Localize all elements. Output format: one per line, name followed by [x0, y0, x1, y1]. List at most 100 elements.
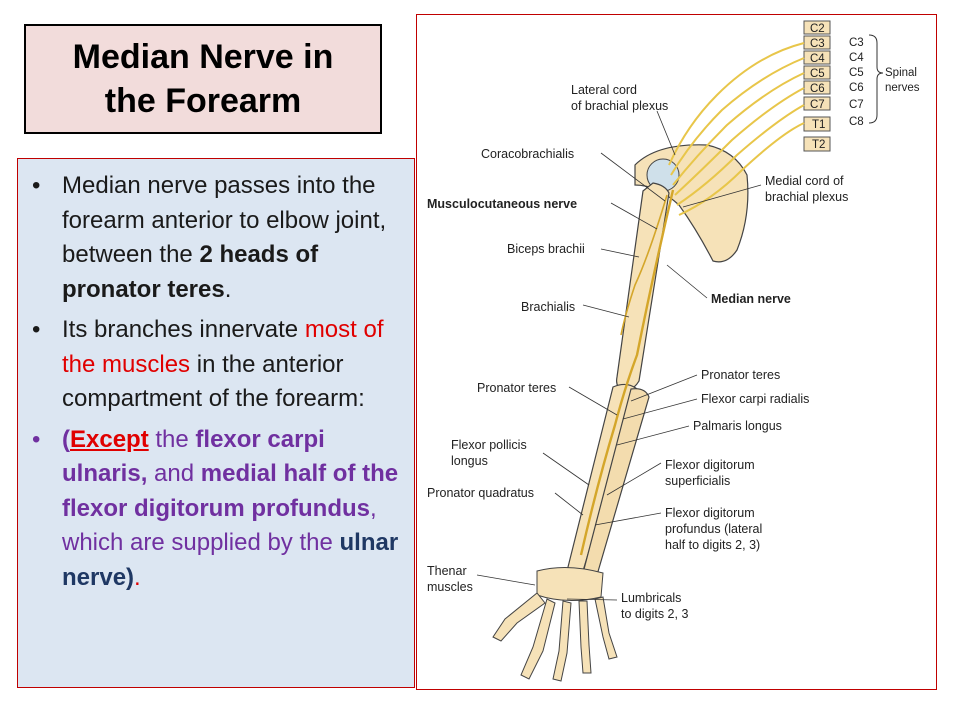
leader-line	[568, 386, 618, 416]
label-thenar-muscles: Thenar	[427, 564, 467, 578]
leader-line	[656, 110, 676, 156]
root-label: C3	[849, 37, 864, 49]
vertebra-C7	[803, 96, 831, 111]
vertebra-label: C6	[810, 83, 825, 95]
bullet-2: • Its branches innervate most of the mus…	[18, 313, 414, 417]
median-nerve-path	[579, 189, 675, 556]
label-pronator-teres-left: Pronator teres	[477, 381, 556, 395]
leader-line	[622, 398, 698, 420]
ring-finger	[578, 600, 592, 674]
leader-line	[582, 304, 630, 318]
leader-lines	[476, 110, 762, 601]
bullet-2-text: Its branches innervate	[62, 316, 305, 343]
vertebra-label: C4	[810, 53, 825, 65]
bullet-3-close: )	[126, 563, 135, 591]
vertebra-C2	[803, 20, 831, 35]
arm-diagram-panel: C2 C3 C4 C5 C6 C7 T1 T2 C3 C4 C5 C6 C7 C…	[416, 14, 937, 690]
vertebra-label: C5	[810, 68, 825, 80]
carpal-bones	[536, 566, 604, 602]
vertebra-T2	[803, 136, 831, 152]
label-biceps-brachii: Biceps brachii	[507, 242, 585, 256]
root-label: C7	[849, 99, 864, 111]
root-label: C5	[849, 67, 864, 79]
label-flexor-digitorum-profundus: half to digits 2, 3)	[665, 538, 760, 552]
hand-bones	[492, 566, 618, 682]
text-panel: • Median nerve passes into the forearm a…	[17, 158, 415, 688]
root-label: C6	[849, 82, 864, 94]
right-labels: Medial cord of brachial plexus Median ne…	[621, 174, 848, 621]
leader-line	[666, 264, 708, 299]
vertebra-label: T1	[812, 119, 825, 131]
label-median-nerve: Median nerve	[711, 292, 791, 306]
little-finger	[594, 596, 618, 660]
leader-line	[566, 598, 618, 601]
nerve-root	[674, 87, 805, 196]
leader-line	[610, 202, 658, 230]
label-thenar-muscles: muscles	[427, 580, 473, 594]
root-label: C8	[849, 116, 864, 128]
label-palmaris-longus: Palmaris longus	[693, 419, 782, 433]
title-box: Median Nerve in the Forearm	[24, 24, 382, 134]
nerve-root	[672, 72, 805, 186]
leader-line	[542, 452, 590, 486]
bullet-3-the: the	[148, 425, 196, 453]
leader-line	[630, 374, 698, 402]
vertebra-label: C2	[810, 23, 825, 35]
label-coracobrachialis: Coracobrachialis	[481, 147, 574, 161]
spinal-nerves-label: Spinal	[885, 67, 917, 79]
vertebral-column	[803, 20, 831, 152]
bullet-2-highlight: most of the muscles	[62, 316, 384, 378]
bullet-3-which: , which are supplied by the	[62, 494, 377, 557]
bullet-1-end: .	[224, 275, 232, 303]
slide-title: Median Nerve in the Forearm	[73, 35, 334, 123]
bullet-list: • Median nerve passes into the forearm a…	[18, 159, 414, 595]
bullet-2-end: in the anterior compartment of the forea…	[62, 350, 365, 413]
bullet-1-emphasis: 2 heads of pronator teres	[62, 241, 319, 303]
leader-line	[600, 248, 640, 258]
spinal-nerves-bracket	[868, 34, 884, 124]
label-musculocutaneous-nerve: Musculocutaneous nerve	[427, 197, 577, 211]
nerve-root	[678, 122, 805, 216]
label-flexor-digitorum-profundus: Flexor digitorum	[665, 506, 755, 520]
root-label: C4	[849, 52, 864, 64]
label-flexor-digitorum-superficialis: Flexor digitorum	[665, 458, 755, 472]
vertebra-C3	[803, 35, 831, 50]
left-labels: Lateral cord of brachial plexus Coracobr…	[427, 83, 668, 594]
thumb	[492, 592, 546, 642]
label-lumbricals: to digits 2, 3	[621, 607, 688, 621]
arm-diagram: C2 C3 C4 C5 C6 C7 T1 T2 C3 C4 C5 C6 C7 C…	[427, 20, 920, 682]
bullet-3-open: (	[62, 425, 70, 453]
bullet-3: • (Except the flexor carpi ulnaris, and …	[18, 423, 414, 596]
label-flexor-pollicis-longus: Flexor pollicis	[451, 438, 527, 452]
label-flexor-digitorum-superficialis: superficialis	[665, 474, 730, 488]
label-lumbricals: Lumbricals	[621, 591, 681, 605]
root-labels: C3 C4 C5 C6 C7 C8	[849, 37, 864, 128]
musculocutaneous-nerve-path	[620, 194, 668, 336]
brachial-plexus-nerves	[668, 42, 805, 216]
bullet-3-ulnar: ulnar nerve	[62, 529, 399, 591]
vertebra-C5	[803, 65, 831, 80]
vertebra-C6	[803, 80, 831, 95]
bullet-3-fdp: medial half of the flexor digitorum prof…	[62, 460, 399, 522]
nerve-root	[676, 104, 805, 206]
bullet-1: • Median nerve passes into the forearm a…	[18, 169, 414, 307]
leader-line	[476, 574, 536, 586]
vertebra-C4	[803, 50, 831, 65]
label-lateral-cord: of brachial plexus	[571, 99, 668, 113]
nerve-root	[670, 57, 805, 176]
bullet-3-period: .	[134, 563, 141, 591]
bullet-1-text: Median nerve passes into the forearm ant…	[62, 172, 387, 268]
nerve-root	[668, 42, 805, 166]
label-lateral-cord: Lateral cord	[571, 83, 637, 97]
bullet-3-and: and	[147, 460, 201, 487]
label-pronator-teres-right: Pronator teres	[701, 368, 780, 382]
leader-line	[554, 492, 584, 516]
bullet-3-except: Except	[70, 425, 149, 453]
label-flexor-digitorum-profundus: profundus (lateral	[665, 522, 762, 536]
leader-line	[606, 462, 662, 496]
bullet-dot: •	[32, 425, 41, 453]
leader-line	[594, 512, 662, 526]
label-flexor-carpi-radialis: Flexor carpi radialis	[701, 392, 809, 406]
middle-finger	[552, 600, 572, 682]
leader-line	[616, 425, 690, 446]
